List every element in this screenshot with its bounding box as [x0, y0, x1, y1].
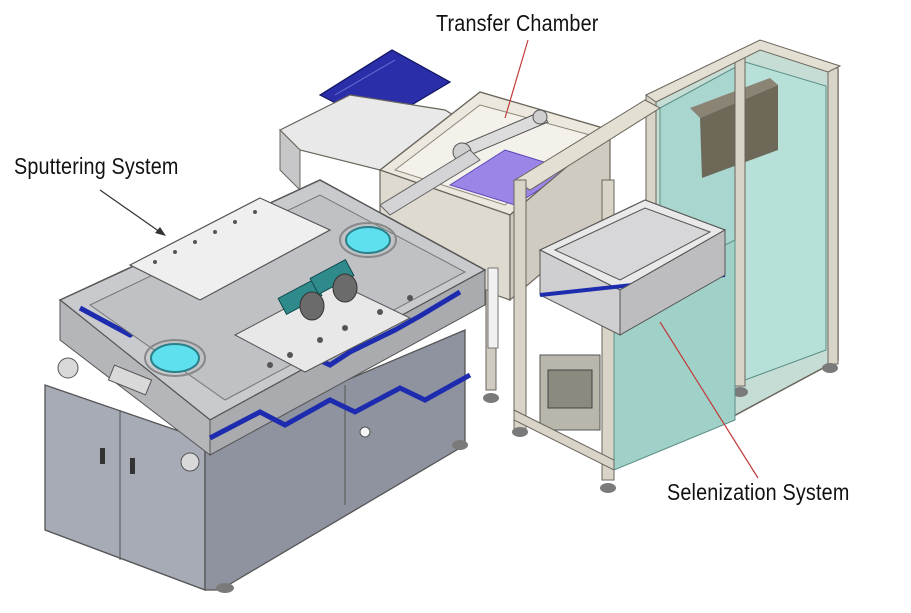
foot — [600, 483, 616, 493]
foot — [216, 583, 234, 593]
transfer-leader-line — [504, 39, 529, 119]
cover-plate-edge — [334, 59, 396, 96]
foot — [483, 393, 499, 403]
sputtering-system — [44, 149, 487, 593]
bottom-rail — [513, 409, 615, 471]
foot — [822, 363, 838, 373]
side-port — [107, 364, 153, 396]
selenization-front — [512, 99, 736, 493]
sputter-lid-plate — [128, 197, 332, 301]
cabinet-side — [204, 329, 466, 591]
robot-arm-joint — [532, 109, 548, 125]
drive-wheel — [332, 273, 358, 303]
furnace-lid — [553, 207, 712, 281]
transfer-chamber-label: Transfer Chamber — [436, 10, 599, 36]
drive-wheel — [299, 291, 325, 321]
control-panel — [547, 369, 593, 409]
selenization-divider — [690, 78, 778, 118]
selenization-top-rail — [645, 39, 842, 103]
sputtering-arrow-line — [99, 189, 161, 233]
sputtering-arrow-head — [155, 227, 166, 236]
blue-gasket — [208, 372, 472, 441]
bolt-holes — [153, 210, 413, 368]
pipe — [487, 267, 499, 349]
target-window — [345, 226, 391, 254]
callout-lines — [99, 39, 759, 479]
foot — [452, 440, 468, 450]
target-window — [150, 343, 200, 373]
foot — [512, 427, 528, 437]
selenization-post — [827, 67, 839, 365]
side-flange — [57, 357, 79, 379]
cabinet-handle — [100, 448, 105, 464]
cabinet-handle — [130, 458, 135, 474]
sputtering-system-label: Sputtering System — [14, 153, 179, 179]
target-flange — [339, 222, 397, 258]
selenization-post — [734, 57, 746, 387]
cabinet-port — [359, 426, 371, 438]
furnace-side — [619, 229, 726, 336]
selenization-leader-line — [659, 321, 759, 479]
transfer-chamber — [278, 49, 612, 403]
side-flange — [180, 452, 200, 472]
foot — [732, 387, 748, 397]
front-post — [513, 179, 527, 431]
selenization-system-label: Selenization System — [667, 479, 850, 505]
transfer-arm-duct — [379, 149, 481, 216]
target-flange — [144, 339, 206, 377]
